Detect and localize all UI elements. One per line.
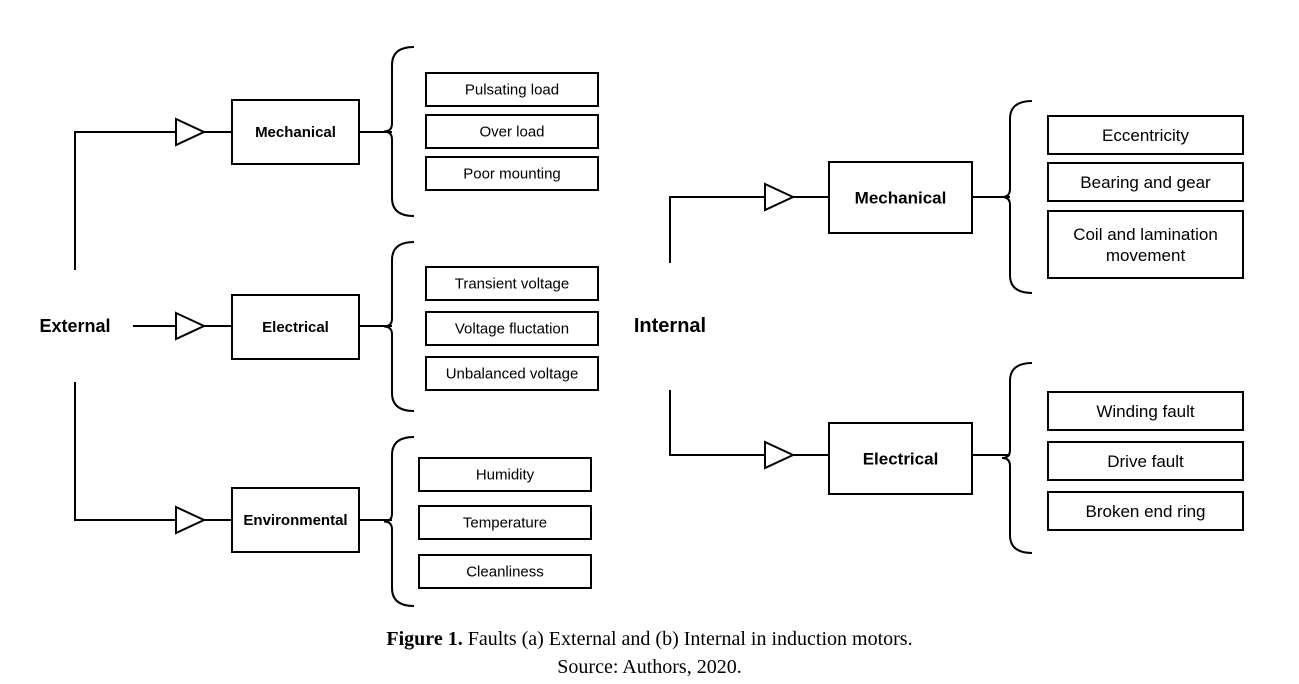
external-item-2-0-frame [418, 457, 592, 492]
internal-item-1-1-frame [1047, 441, 1244, 481]
internal-category-mechanical-label: Mechanical [855, 188, 947, 207]
external-item-2-1-frame [418, 505, 592, 540]
external-item-1-0-frame [425, 266, 599, 301]
internal-item-1-1-label: Drive fault [1107, 452, 1184, 471]
internal-item-0-0-frame [1047, 115, 1244, 155]
external-item-1-2: Unbalanced voltage [425, 356, 599, 391]
external-item-0-0-label: Pulsating load [465, 81, 559, 98]
internal-category-mechanical-frame [828, 161, 973, 234]
external-category-mechanical-label: Mechanical [255, 124, 336, 141]
internal-item-0-1-frame [1047, 162, 1244, 202]
internal-item-1-2-frame [1047, 491, 1244, 531]
external-item-2-0-label: Humidity [476, 466, 535, 483]
external-item-0-2: Poor mounting [425, 156, 599, 191]
external-item-1-1-frame [425, 311, 599, 346]
caption-source: Source: Authors, 2020. [557, 656, 742, 678]
internal-category-mechanical: Mechanical [828, 161, 973, 234]
internal-brace-1 [1001, 362, 1033, 554]
internal-root-label: Internal [634, 315, 706, 337]
external-item-2-2-frame [418, 554, 592, 589]
caption-text: Faults (a) External and (b) Internal in … [462, 628, 913, 650]
external-brace-0 [383, 46, 415, 217]
internal-item-0-2-frame [1047, 210, 1244, 279]
external-arrow-2 [175, 505, 207, 535]
external-item-2-2-label: Cleanliness [466, 563, 544, 580]
external-item-0-0-frame [425, 72, 599, 107]
external-category-mechanical: Mechanical [231, 99, 360, 165]
external-category-mechanical-frame [231, 99, 360, 165]
external-item-2-1-label: Temperature [463, 514, 547, 531]
external-brace-1 [383, 241, 415, 412]
internal-item-0-0-label: Eccentricity [1102, 126, 1189, 145]
internal-category-electrical-label: Electrical [863, 449, 939, 468]
internal-category-electrical-frame [828, 422, 973, 495]
internal-item-1-0-label: Winding fault [1096, 402, 1195, 421]
external-category-environmental-frame [231, 487, 360, 553]
external-item-1-1-label: Voltage fluctation [455, 320, 569, 337]
external-item-1-0: Transient voltage [425, 266, 599, 301]
external-item-1-2-label: Unbalanced voltage [446, 365, 579, 382]
internal-arrow-1 [764, 440, 796, 470]
external-item-2-0: Humidity [418, 457, 592, 492]
internal-item-0-0: Eccentricity [1047, 115, 1244, 155]
external-item-1-2-frame [425, 356, 599, 391]
internal-trunk-top [669, 196, 765, 263]
external-brace-2 [383, 436, 415, 607]
external-item-2-1: Temperature [418, 505, 592, 540]
internal-item-1-2-label: Broken end ring [1085, 502, 1205, 521]
internal-arrow-0 [764, 182, 796, 212]
internal-category-electrical: Electrical [828, 422, 973, 495]
external-arrow-0 [175, 117, 207, 147]
external-category-environmental-label: Environmental [243, 512, 347, 529]
internal-trunk-bottom [669, 390, 765, 456]
external-trunk-top [74, 131, 176, 270]
external-item-0-2-label: Poor mounting [463, 165, 561, 182]
external-category-electrical-frame [231, 294, 360, 360]
internal-item-0-1-label: Bearing and gear [1080, 173, 1211, 192]
external-category-electrical-label: Electrical [262, 319, 329, 336]
external-arrow-1 [175, 311, 207, 341]
internal-item-1-2: Broken end ring [1047, 491, 1244, 531]
external-item-0-1: Over load [425, 114, 599, 149]
external-item-1-1: Voltage fluctation [425, 311, 599, 346]
connectors [74, 46, 1033, 607]
external-root-label: External [39, 316, 110, 336]
external-item-0-0: Pulsating load [425, 72, 599, 107]
internal-brace-0 [1001, 100, 1033, 294]
external-item-0-1-label: Over load [479, 123, 544, 140]
external-item-0-2-frame [425, 156, 599, 191]
internal-item-1-0-frame [1047, 391, 1244, 431]
internal-item-1-0: Winding fault [1047, 391, 1244, 431]
figure-caption: Figure 1. Faults (a) External and (b) In… [0, 628, 1299, 651]
internal-item-0-1: Bearing and gear [1047, 162, 1244, 202]
external-item-1-0-label: Transient voltage [455, 275, 570, 292]
external-category-environmental: Environmental [231, 487, 360, 553]
internal-item-1-1: Drive fault [1047, 441, 1244, 481]
caption-label: Figure 1. [386, 628, 463, 650]
external-category-electrical: Electrical [231, 294, 360, 360]
external-item-0-1-frame [425, 114, 599, 149]
external-trunk-bottom [74, 382, 176, 521]
external-item-2-2: Cleanliness [418, 554, 592, 589]
